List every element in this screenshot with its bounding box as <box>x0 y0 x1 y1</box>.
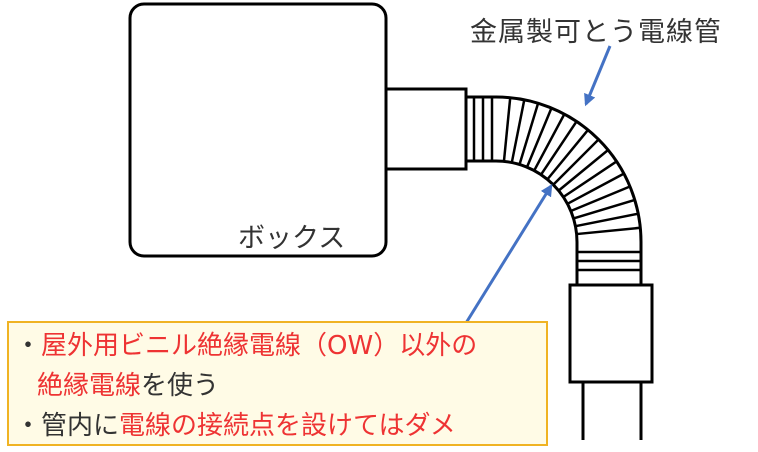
corrugation-line <box>539 120 578 176</box>
note-line3-black: 管内に <box>41 411 120 441</box>
corrugation-line <box>573 198 636 220</box>
note-line-2: 絶縁電線を使う <box>15 366 546 406</box>
note-line-1: ・屋外用ビニル絶縁電線（OW）以外の <box>15 326 546 366</box>
corrugation-line <box>552 138 600 186</box>
corrugation-line <box>557 149 609 192</box>
conduit-coupling <box>568 283 654 384</box>
corrugation-line <box>566 172 625 205</box>
note-bullet: ・ <box>15 411 42 441</box>
corrugation-line <box>510 99 526 163</box>
note-line3-red: 電線の接続点を設けてはダメ <box>119 411 456 441</box>
note-line2-red: 絶縁電線 <box>37 371 142 401</box>
note-bullet: ・ <box>15 331 42 361</box>
note-pointer-arrow <box>464 183 553 324</box>
note-line-3: ・管内に電線の接続点を設けてはダメ <box>15 406 546 446</box>
conduit-label-arrow <box>584 45 612 107</box>
corrugation-line <box>533 113 566 172</box>
corrugation-line <box>570 185 631 213</box>
corrugation-line <box>518 102 540 165</box>
note-line1-red: 屋外用ビニル絶縁電線（OW）以外の <box>41 331 478 361</box>
box-connector <box>384 87 468 171</box>
corrugation-line <box>576 226 641 236</box>
corrugation-line <box>562 160 618 199</box>
corrugation-line <box>575 212 639 228</box>
corrugation-line <box>502 97 512 162</box>
corrugation-line <box>525 107 553 168</box>
conduit-corrugations <box>472 97 641 272</box>
note-line2-black: を使う <box>141 371 220 401</box>
flexible-conduit-body <box>464 95 643 287</box>
box-label: ボックス <box>238 223 346 254</box>
note-box: ・屋外用ビニル絶縁電線（OW）以外の 絶縁電線を使う ・管内に電線の接続点を設け… <box>7 321 548 446</box>
corrugation-line <box>546 129 589 181</box>
conduit-label: 金属製可とう電線管 <box>470 17 722 48</box>
